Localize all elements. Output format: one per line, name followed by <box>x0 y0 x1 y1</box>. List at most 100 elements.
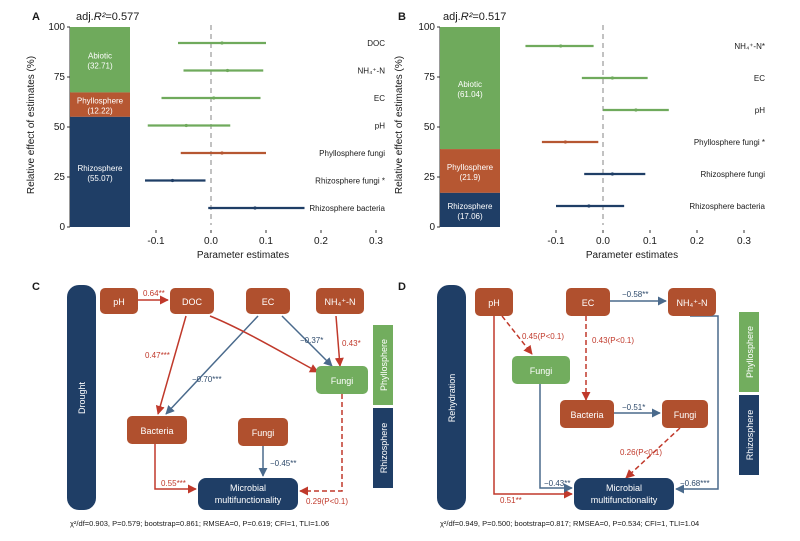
point-estimate <box>563 140 568 144</box>
node-c-mmf <box>198 478 298 510</box>
panel-b-r2: adj.R²=0.517 <box>443 11 506 23</box>
x-tick-label: 0.2 <box>690 236 704 247</box>
stack-label: Rhizosphere <box>78 164 123 173</box>
point-estimate <box>634 108 638 112</box>
predictor-label: Rhizosphere fungi <box>701 170 766 179</box>
stack-segment-abiotic <box>70 27 130 93</box>
panel-d-rhizo-group-label: Rhizosphere <box>745 410 755 461</box>
stack-value: (12.22) <box>87 107 113 116</box>
y-tick-label: 25 <box>54 172 66 183</box>
predictor-label: pH <box>375 122 385 131</box>
edge-c-ec-bacteria <box>165 315 259 415</box>
point-estimate <box>184 123 188 128</box>
x-tick-label: 0.1 <box>259 236 273 247</box>
node-c-ec-label: EC <box>262 297 275 307</box>
node-d-ph <box>475 288 513 316</box>
panel-a: A adj.R²=0.577 Relative effect of estima… <box>26 11 386 261</box>
panel-d-letter: D <box>398 281 406 293</box>
edge-d-ph-mmf <box>493 316 573 499</box>
panel-b-letter: B <box>398 11 406 23</box>
node-c-ec <box>246 288 290 314</box>
point-estimate <box>559 44 563 48</box>
panel-c-fit-stats: χ²/df=0.903, P=0.579; bootstrap=0.861; R… <box>70 519 329 528</box>
y-tick-label: 0 <box>59 222 65 233</box>
predictor-label: Phyllosphere fungi <box>319 149 385 158</box>
predictor-label: NH₄⁺-N <box>358 67 386 76</box>
node-c-ph <box>100 288 138 314</box>
panel-b-y-axis-label: Relative effect of estimates (%) <box>394 56 405 194</box>
coef-c-ec-bacteria: −0.70*** <box>192 375 222 384</box>
panel-c-letter: C <box>32 281 40 293</box>
node-d-mmf <box>574 478 674 510</box>
panel-d-fit-stats: χ²/df=0.949, P=0.500; bootstrap=0.817; R… <box>440 519 699 528</box>
predictor-label: EC <box>374 94 385 103</box>
predictor-label: Rhizosphere bacteria <box>689 202 765 211</box>
y-tick-label: 0 <box>429 222 435 233</box>
x-tick-label: 0.0 <box>596 236 610 247</box>
coef-d-bacteria-fungi: −0.51* <box>622 403 645 412</box>
point-estimate <box>587 204 591 208</box>
panel-c: C Drought pH DOC EC NH₄⁺-N Fungi Bacteri… <box>32 281 393 528</box>
x-tick-label: 0.2 <box>314 236 328 247</box>
node-d-bacteria <box>560 400 614 428</box>
point-estimate <box>220 151 224 155</box>
stack-segment-rhizosphere <box>440 192 500 227</box>
panel-c-condition-bar <box>67 285 96 510</box>
coef-c-fungi-phyllo-mmf: 0.29(P<0.1) <box>306 497 348 506</box>
node-c-mmf-line1: Microbial <box>230 483 266 493</box>
panel-b-stacked-bar: Abiotic(61.04)Phyllosphere(21.9)Rhizosph… <box>440 27 500 227</box>
node-d-nh4-label: NH₄⁺-N <box>677 298 708 308</box>
coef-c-ph-doc: 0.64** <box>143 289 165 298</box>
panel-c-condition-label: Drought <box>77 381 87 414</box>
coef-d-ph-mmf: 0.51** <box>500 496 522 505</box>
stack-segment-phyllosphere <box>440 149 500 193</box>
y-tick-label: 50 <box>54 122 66 133</box>
coef-d-ec-nh4: −0.58** <box>622 290 648 299</box>
stack-value: (17.06) <box>457 212 483 221</box>
stack-segment-phyllosphere <box>70 92 130 117</box>
node-d-nh4 <box>668 288 716 316</box>
stack-value: (61.04) <box>457 90 483 99</box>
coef-d-fungi-phyllo-mmf: −0.43** <box>544 479 570 488</box>
stack-value: (32.71) <box>87 62 113 71</box>
edge-c-bacteria-mmf <box>154 442 197 494</box>
edge-c-nh4-fungi <box>334 315 344 367</box>
panel-a-letter: A <box>32 11 40 23</box>
y-tick-label: 50 <box>424 122 436 133</box>
x-tick-label: -0.1 <box>547 236 565 247</box>
panel-a-stacked-bar: Abiotic(32.71)Phyllosphere(12.22)Rhizosp… <box>70 27 130 227</box>
node-c-bacteria <box>127 416 187 444</box>
node-c-ph-label: pH <box>113 297 125 307</box>
node-c-nh4-label: NH₄⁺-N <box>325 297 356 307</box>
panel-b-r2-symbol: R² <box>461 11 473 23</box>
coef-d-ec-bacteria: 0.43(P<0.1) <box>592 336 634 345</box>
panel-a-r2-symbol: R² <box>94 11 106 23</box>
edge-c-ec-fungi <box>281 315 333 367</box>
predictor-label: NH₄⁺-N* <box>734 42 765 51</box>
predictor-label: Phyllosphere fungi * <box>694 138 765 147</box>
x-tick-label: 0.3 <box>737 236 751 247</box>
panel-c-rhizo-group <box>373 408 393 488</box>
panel-d: D Rehydration pH EC NH₄⁺-N Fungi Bacteri… <box>398 281 759 528</box>
stack-segment-rhizosphere <box>70 116 130 227</box>
node-c-doc-label: DOC <box>182 297 203 307</box>
panel-c-rhizo-group-label: Rhizosphere <box>379 423 389 474</box>
point-estimate <box>225 68 230 73</box>
node-c-nh4 <box>316 288 364 314</box>
stack-label: Abiotic <box>88 52 112 61</box>
point-estimate <box>212 96 216 100</box>
y-tick-label: 100 <box>48 22 65 33</box>
node-d-fungi-phyllo-label: Fungi <box>530 366 553 376</box>
node-d-ph-label: pH <box>488 298 500 308</box>
panel-d-phyllo-group <box>739 312 759 392</box>
node-d-fungi-rhizo-label: Fungi <box>674 410 697 420</box>
point-estimate <box>170 178 175 183</box>
panel-d-condition-label: Rehydration <box>447 374 457 423</box>
node-d-mmf-line2: multifunctionality <box>591 495 658 505</box>
stack-value: (55.07) <box>87 174 113 183</box>
y-tick-label: 100 <box>418 22 435 33</box>
point-estimate <box>610 172 615 176</box>
